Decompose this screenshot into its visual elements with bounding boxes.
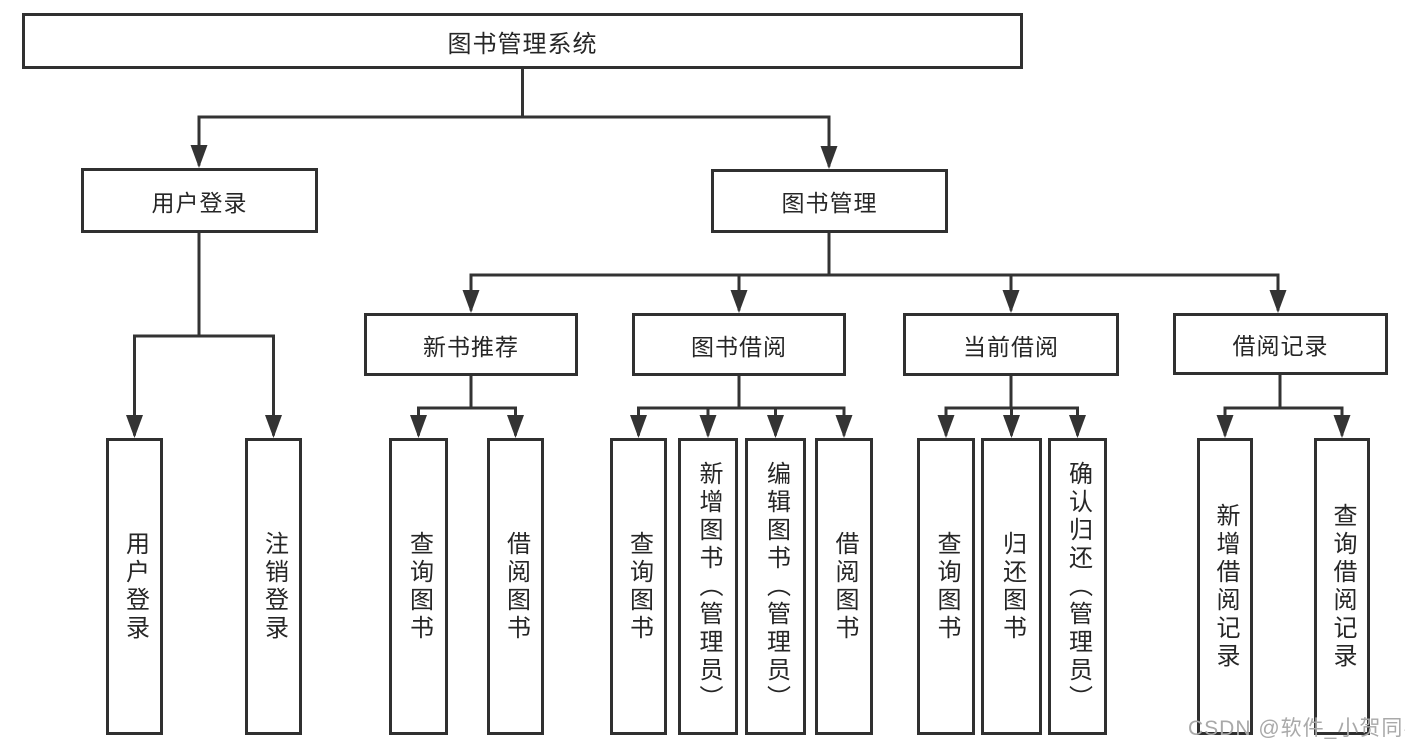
node-query-book-borrow: 查询图书 [610, 438, 667, 735]
node-book-borrow: 图书借阅 [632, 313, 846, 376]
node-root: 图书管理系统 [22, 13, 1023, 69]
connector-book-mgmt-group [469, 230, 1280, 311]
connector-book-borrow-group [637, 374, 846, 436]
node-user-login: 用户登录 [81, 168, 318, 233]
node-confirm-return-admin: 确认归还（管理员） [1048, 438, 1107, 735]
node-query-book-rec: 查询图书 [389, 438, 448, 735]
node-logout-leaf: 注销登录 [245, 438, 302, 735]
node-return-book: 归还图书 [981, 438, 1042, 735]
node-current-borrow: 当前借阅 [903, 313, 1119, 376]
node-borrow-record: 借阅记录 [1173, 313, 1388, 375]
node-edit-book-admin: 编辑图书（管理员） [745, 438, 806, 735]
connector-user-login-group [133, 231, 275, 436]
node-borrow-book-rec: 借阅图书 [487, 438, 544, 735]
arrowheads-level3 [462, 290, 1287, 313]
node-add-borrow-record: 新增借阅记录 [1197, 438, 1253, 735]
node-user-login-leaf: 用户登录 [106, 438, 163, 735]
arrowheads-level4 [410, 415, 1351, 438]
node-query-book-current: 查询图书 [917, 438, 975, 735]
arrowheads-level2 [190, 145, 838, 169]
connector-new-book-rec-group [417, 374, 517, 436]
node-add-book-admin: 新增图书（管理员） [678, 438, 738, 735]
connector-borrow-record-group [1223, 373, 1344, 436]
node-query-borrow-record: 查询借阅记录 [1314, 438, 1370, 735]
node-new-book-rec: 新书推荐 [364, 313, 578, 376]
connector-root-to-level2 [197, 67, 831, 167]
node-borrow-book-leaf: 借阅图书 [815, 438, 873, 735]
watermark: CSDN @软件_小贺同学 [1188, 717, 1405, 740]
node-book-mgmt: 图书管理 [711, 169, 948, 233]
arrowheads-user-login-group [126, 415, 282, 438]
